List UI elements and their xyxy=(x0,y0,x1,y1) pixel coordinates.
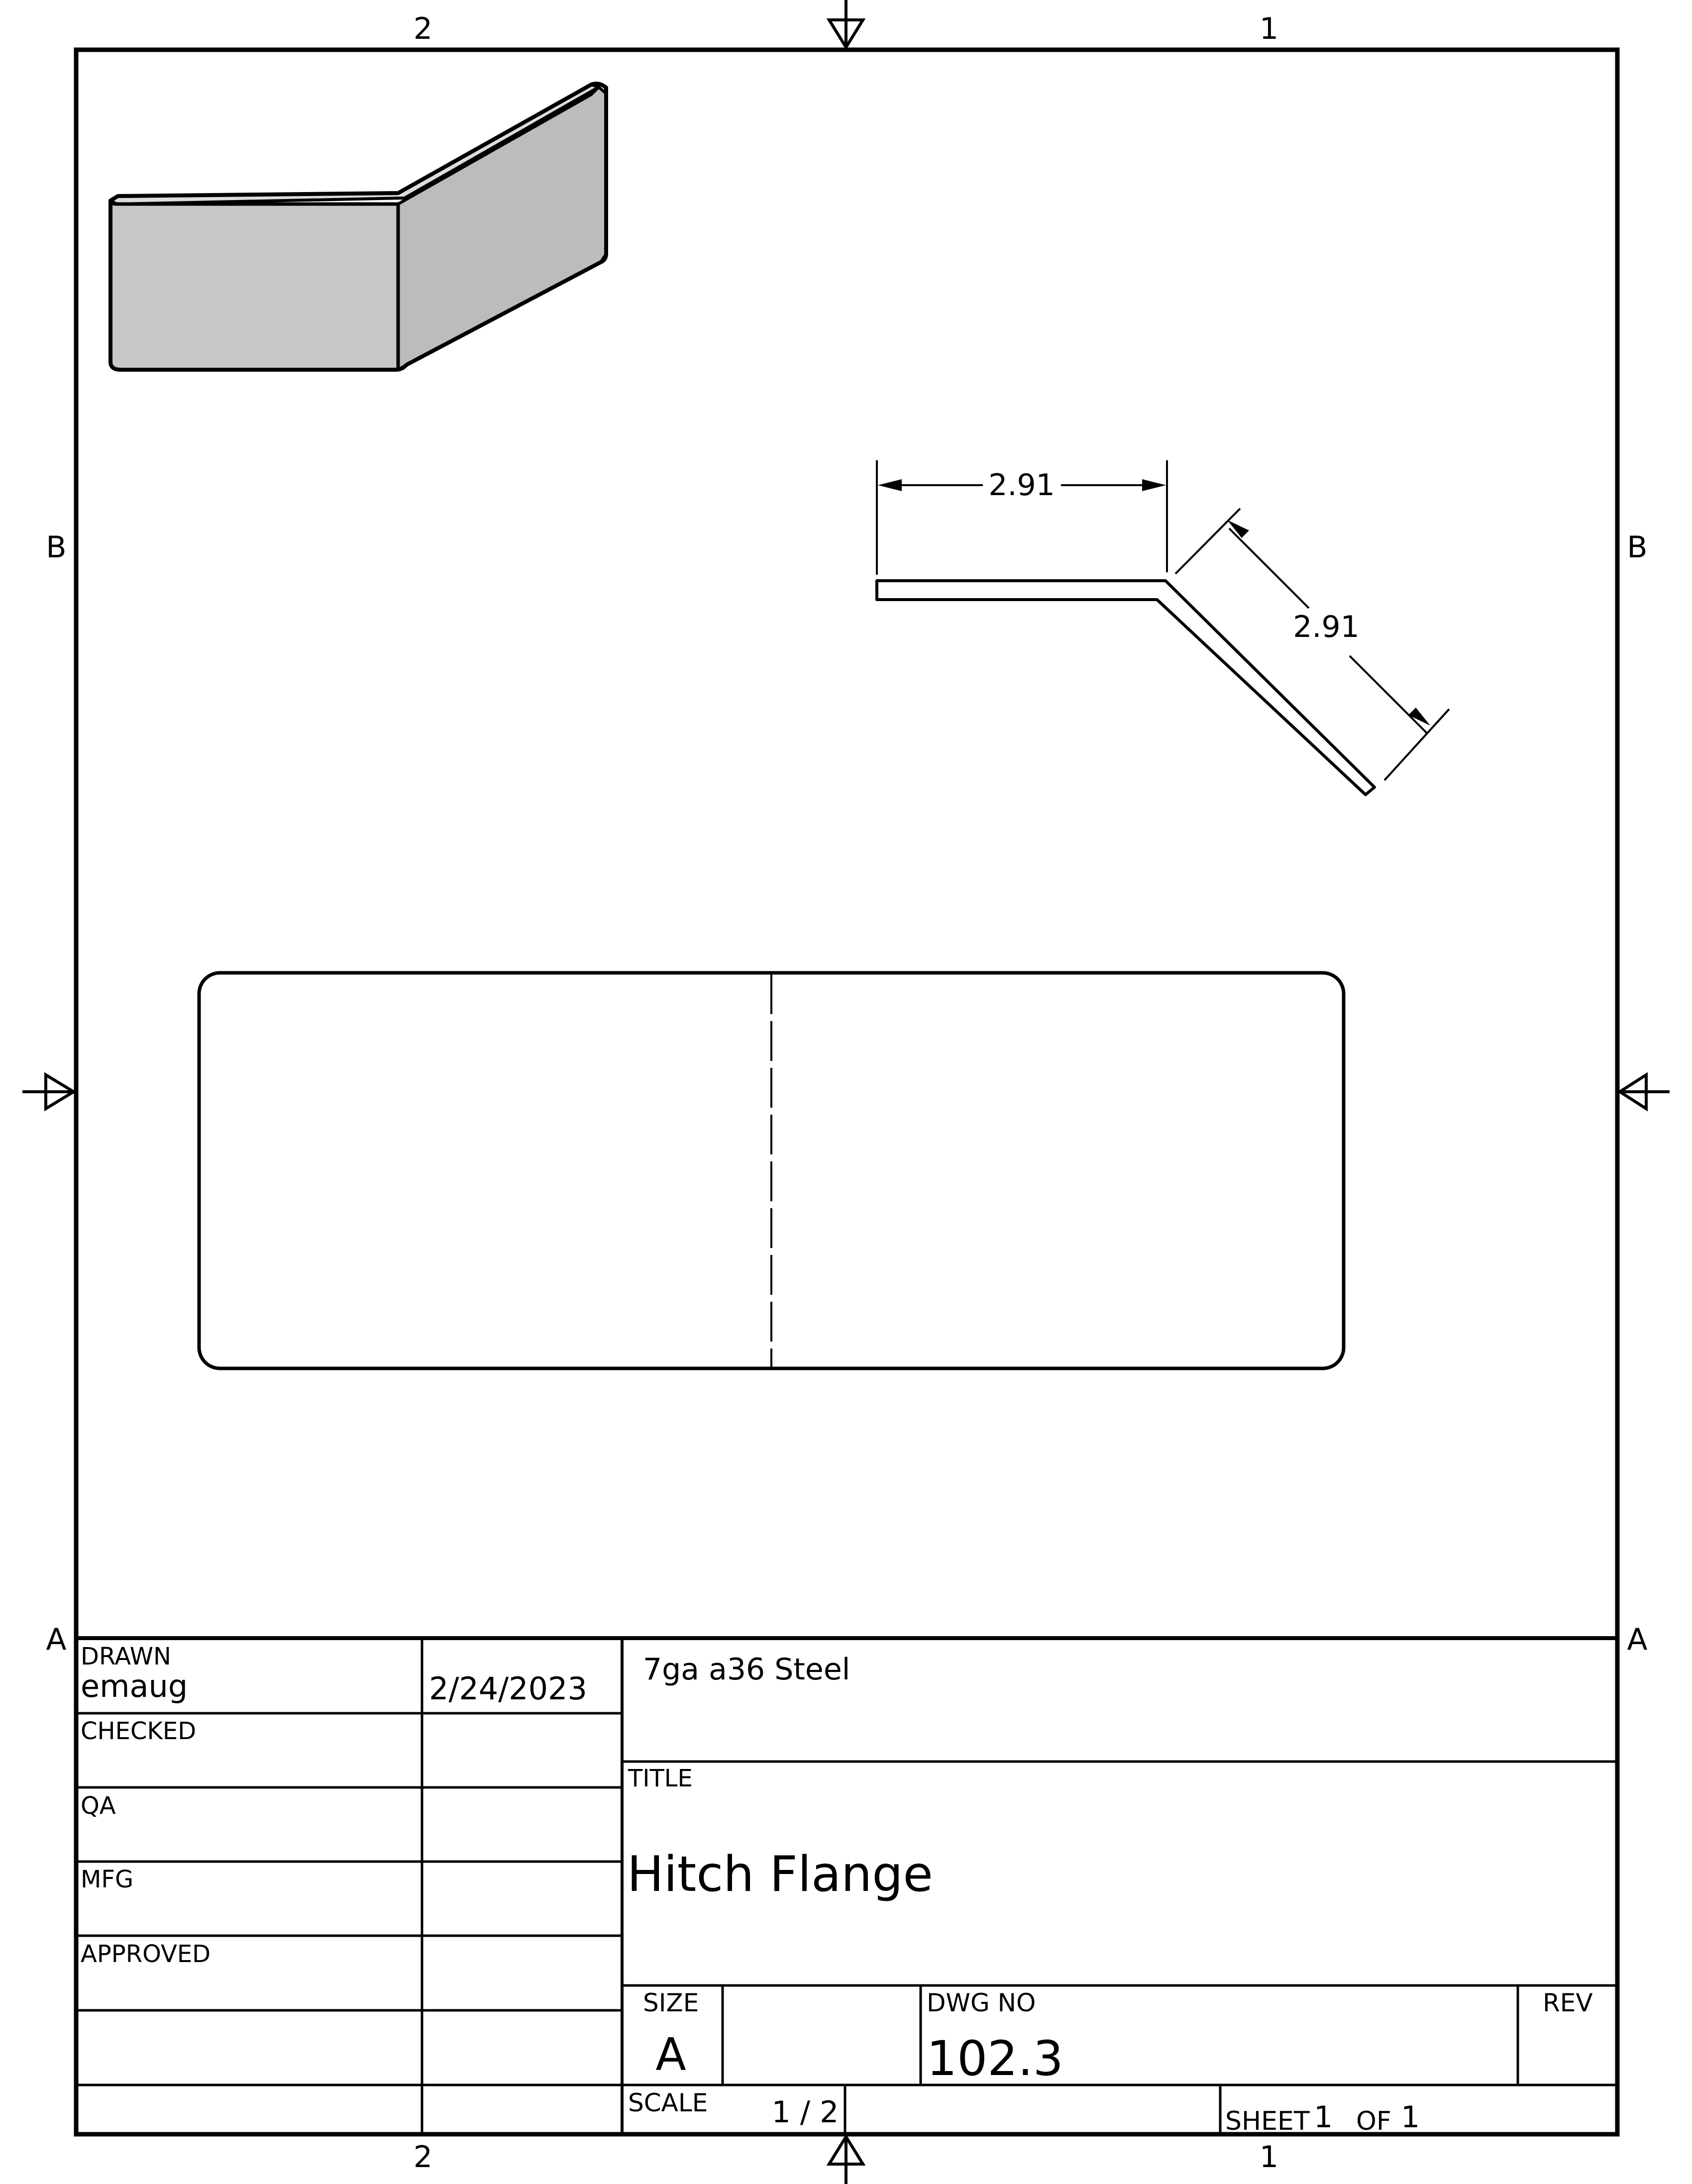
dwg-no-label: DWG NO xyxy=(927,1988,1036,2017)
flat-pattern-outline xyxy=(197,971,1346,1370)
dimension-line-angled xyxy=(1228,527,1310,609)
isometric-view xyxy=(108,82,608,372)
material-text: 7ga a36 Steel xyxy=(643,1652,850,1687)
scale-label: SCALE xyxy=(628,2088,708,2117)
sheet-total: 1 xyxy=(1401,2100,1420,2135)
zone-label-top-left: 2 xyxy=(414,11,432,46)
dimension-arrow xyxy=(1408,708,1430,726)
zone-label-bottom-left: 2 xyxy=(414,2140,432,2175)
zone-label-bottom-right: 1 xyxy=(1260,2140,1278,2175)
approved-label: APPROVED xyxy=(81,1940,211,1968)
dimension-arrow xyxy=(878,479,902,491)
title-label: TITLE xyxy=(628,1765,693,1792)
of-label: OF xyxy=(1356,2106,1391,2136)
dimension-arrow xyxy=(1227,520,1249,538)
center-mark-right xyxy=(1617,1072,1670,1112)
dimension-text-horizontal: 2.91 xyxy=(988,468,1055,503)
qa-label: QA xyxy=(81,1792,116,1820)
zone-label-left-b: B xyxy=(46,530,66,565)
scale-value: 1 / 2 xyxy=(772,2095,839,2130)
sheet-number: 1 xyxy=(1314,2100,1333,2135)
dwg-no-value: 102.3 xyxy=(927,2031,1063,2086)
iso-side-face xyxy=(397,86,608,371)
mfg-label: MFG xyxy=(81,1866,133,1893)
dimension-extension-line xyxy=(1174,508,1241,575)
dimension-arrow xyxy=(1142,479,1166,491)
title-block xyxy=(76,1636,1617,2134)
iso-front-face xyxy=(108,199,400,372)
rev-label: REV xyxy=(1543,1988,1593,2017)
side-view: 2.91 2.91 xyxy=(875,460,1450,796)
center-mark-bottom xyxy=(826,2134,866,2184)
checked-label: CHECKED xyxy=(81,1717,196,1745)
center-mark-left xyxy=(22,1072,77,1112)
zone-label-left-a: A xyxy=(46,1622,66,1657)
zone-label-right-a: A xyxy=(1627,1622,1647,1657)
center-mark-top xyxy=(826,0,866,50)
dimension-text-angled: 2.91 xyxy=(1293,610,1360,644)
drawn-by: emaug xyxy=(81,1668,188,1704)
size-label: SIZE xyxy=(643,1988,699,2017)
profile-outline xyxy=(875,579,1376,796)
iso-outline xyxy=(108,82,608,372)
size-value: A xyxy=(655,2029,686,2081)
zone-label-right-b: B xyxy=(1627,530,1647,565)
zone-label-top-right: 1 xyxy=(1260,11,1278,46)
sheet-label: SHEET xyxy=(1225,2106,1310,2136)
drawn-date: 2/24/2023 xyxy=(429,1670,587,1707)
dimension-extension-line xyxy=(1383,708,1450,781)
flat-pattern-view xyxy=(197,971,1346,1370)
drawn-label: DRAWN xyxy=(81,1643,171,1670)
drawing-title: Hitch Flange xyxy=(627,1846,933,1903)
dimension-line-angled xyxy=(1349,655,1428,734)
